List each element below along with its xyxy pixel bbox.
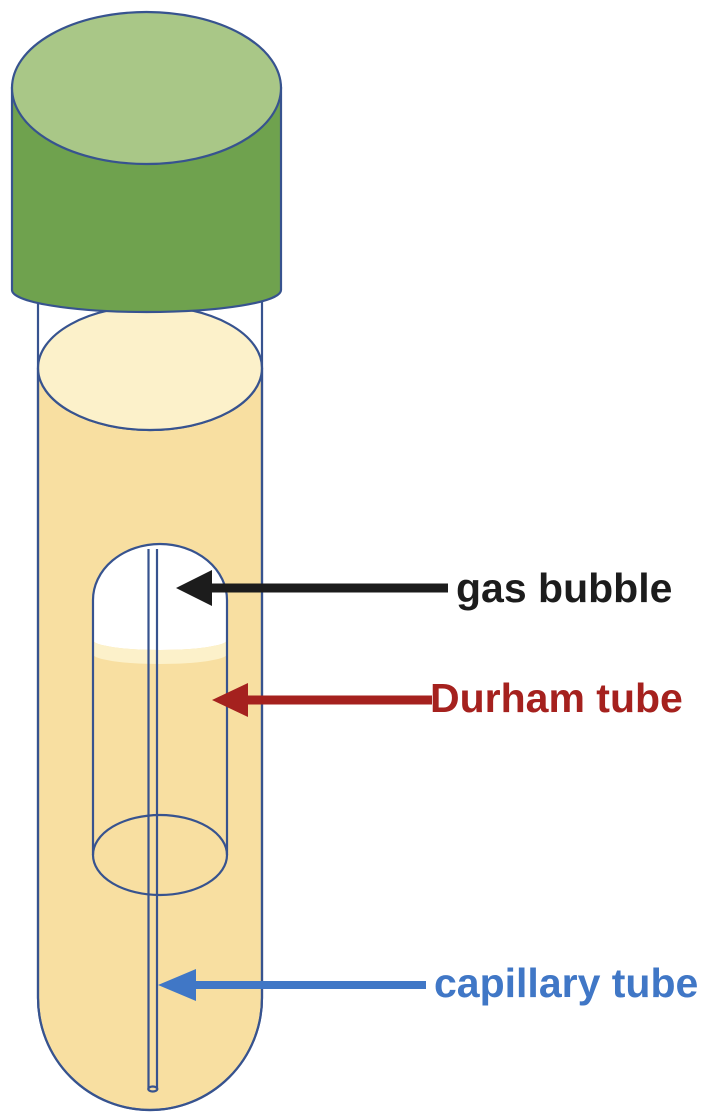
medium-surface bbox=[36, 304, 264, 432]
capillary-tube-arrow bbox=[158, 969, 426, 1001]
capillary-tube-tip bbox=[147, 1085, 159, 1093]
durham-tube bbox=[91, 542, 229, 855]
durham-tube-label: Durham tube bbox=[430, 675, 683, 721]
durham-tube-opening bbox=[91, 813, 229, 897]
gas-bubble-arrow bbox=[176, 570, 448, 606]
gas-bubble-label: gas bubble bbox=[456, 565, 673, 611]
capillary-tube-arrow-head bbox=[158, 969, 196, 1001]
capillary-tube bbox=[147, 549, 159, 1093]
gas-bubble-arrow-head bbox=[176, 570, 212, 606]
culture-medium bbox=[36, 367, 264, 1112]
tube-cap-top bbox=[10, 10, 283, 166]
durham-tube-arrow-head bbox=[212, 683, 248, 717]
tube-cap bbox=[10, 10, 283, 314]
test-tube bbox=[36, 302, 264, 1112]
gas-liquid-interface bbox=[93, 640, 227, 664]
durham-tube-arrow bbox=[212, 683, 432, 717]
capillary-tube-label: capillary tube bbox=[434, 960, 699, 1006]
gas-bubble bbox=[93, 544, 227, 650]
